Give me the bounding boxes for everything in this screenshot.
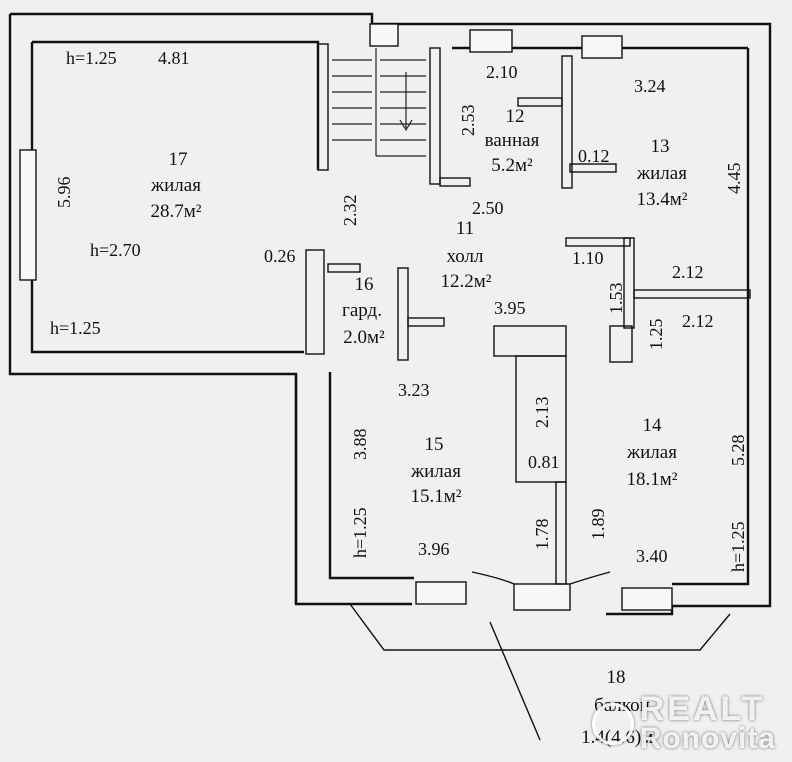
window [581, 35, 623, 59]
dimension-label: 5.96 [54, 177, 74, 209]
dimension-label: 3.95 [494, 298, 526, 318]
dimension-label: 0.81 [528, 452, 560, 472]
window [19, 149, 37, 281]
dimension-label: 1.89 [588, 509, 608, 541]
room-14-name: жилая [626, 442, 677, 463]
room-13-area: 13.4м² [637, 189, 688, 210]
dimension-label: 3.24 [634, 76, 666, 96]
room-12-area: 5.2м² [491, 155, 533, 176]
dimension-label: 1.53 [606, 283, 626, 315]
window [415, 581, 467, 605]
dimension-label: h=1.25 [728, 521, 748, 572]
dimension-label: 0.12 [578, 146, 610, 166]
window [369, 23, 399, 47]
dimension-label: 4.81 [158, 48, 190, 68]
dimension-label: 3.88 [350, 429, 370, 461]
window [621, 587, 673, 611]
room-18-number: 18 [607, 667, 626, 688]
watermark-line-2: Ronovita [639, 722, 776, 755]
dimension-label: 2.32 [340, 195, 360, 227]
dimension-label: h=1.25 [50, 318, 101, 338]
room-15-number: 15 [425, 434, 444, 455]
balcony-outline [349, 571, 731, 741]
room-16-number: 16 [355, 274, 374, 295]
window [469, 29, 513, 53]
room-16-name: гард. [342, 300, 382, 321]
window [513, 583, 571, 611]
room-13-name: жилая [636, 163, 687, 184]
staircase [332, 48, 426, 157]
dimension-label: h=1.25 [66, 48, 117, 68]
dimension-label: h=2.70 [90, 240, 141, 260]
dimension-label: 3.40 [636, 546, 668, 566]
room-11-name: холл [447, 246, 485, 267]
room-15-area: 15.1м² [411, 486, 462, 507]
dimension-label: 5.28 [728, 435, 748, 467]
watermark-line-1: REALT [639, 690, 766, 728]
room-16-area: 2.0м² [343, 327, 385, 348]
dimension-label: 2.53 [458, 105, 478, 137]
dimension-label: 3.23 [398, 380, 430, 400]
interior-walls [305, 43, 751, 585]
dimension-label: 1.25 [646, 319, 666, 351]
dimension-label: 4.45 [724, 163, 744, 195]
room-17-name: жилая [150, 175, 201, 196]
realt-logo-icon [591, 703, 634, 745]
windows [19, 23, 673, 611]
dimension-label: 0.26 [264, 246, 296, 266]
room-11-number: 11 [456, 218, 474, 239]
dimension-label: 2.10 [486, 62, 518, 82]
dimension-label: 2.13 [532, 397, 552, 429]
dimension-label: 2.12 [682, 311, 714, 331]
dimension-label: 2.50 [472, 198, 504, 218]
room-13-number: 13 [651, 136, 670, 157]
room-15-name: жилая [410, 461, 461, 482]
dimension-label: h=1.25 [350, 507, 370, 558]
room-12-name: ванная [485, 130, 540, 151]
dimension-label: 1.78 [532, 519, 552, 551]
room-14-number: 14 [643, 415, 663, 436]
room-14-area: 18.1м² [627, 469, 678, 490]
room-17-number: 17 [169, 149, 188, 170]
room-labels: 17 жилая 28.7м² 12 ванная 5.2м² 13 жилая… [150, 106, 688, 748]
realt-watermark: REALT Ronovita [591, 690, 776, 755]
dimension-label: 3.96 [418, 539, 450, 559]
dimension-label: 1.10 [572, 248, 604, 268]
dimension-label: 2.12 [672, 262, 704, 282]
room-17-area: 28.7м² [151, 201, 202, 222]
room-12-number: 12 [506, 106, 525, 127]
room-11-area: 12.2м² [441, 271, 492, 292]
outer-walls [8, 12, 772, 616]
dimension-labels: h=1.25 4.81 5.96 h=2.70 0.26 h=1.25 2.32… [50, 48, 748, 572]
